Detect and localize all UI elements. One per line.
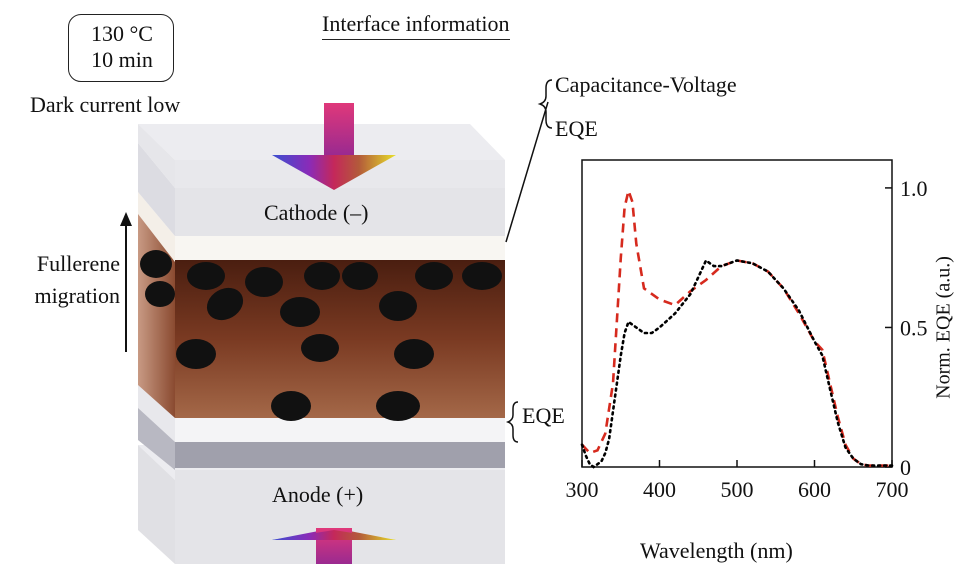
interface-bottom-label: EQE (522, 403, 565, 428)
top-interface-side (138, 192, 175, 262)
bottom-interface-side (138, 383, 175, 442)
chart-frame (581, 159, 893, 468)
incident-light-arrow-bottom (272, 528, 396, 564)
x-tick-label: 400 (643, 477, 676, 502)
interface-top-label-1: Capacitance-Voltage (555, 72, 737, 97)
cathode-front (175, 188, 505, 236)
time-label: 10 min (91, 47, 153, 72)
anode-interlayer-side (138, 405, 175, 470)
condition-box: 130 °C 10 min (68, 14, 174, 82)
anode-label: Anode (+) (272, 482, 364, 507)
incident-light-arrow-top (272, 103, 396, 190)
cathode-top-side (138, 124, 175, 188)
migration-arrow (120, 212, 132, 352)
cathode-side (138, 143, 175, 236)
dark-current-label: Dark current low (30, 92, 181, 117)
eqe-series-dashed-line (581, 186, 892, 467)
panel-title: Interface information (322, 10, 510, 40)
chart-ylabel: Norm. EQE (a.u.) (932, 256, 955, 399)
temperature-label: 130 °C (91, 21, 153, 46)
y-tick-label: 0 (900, 455, 911, 480)
fullerene-domains (140, 250, 502, 421)
cathode-label: Cathode (–) (264, 200, 369, 225)
eqe-series-dotted-line (580, 258, 894, 469)
y-tick-label: 1.0 (900, 176, 928, 201)
top-brace (537, 79, 553, 129)
anode-interlayer (175, 440, 505, 468)
x-tick-label: 600 (798, 477, 831, 502)
migration-label-line1: Fullerene (36, 251, 120, 276)
cathode-top-face (138, 124, 505, 160)
interface-callout-line (505, 101, 549, 243)
active-layer-front (175, 260, 505, 418)
top-interface-layer (175, 236, 505, 260)
anode-side (138, 445, 175, 564)
x-tick-label: 500 (721, 477, 754, 502)
bottom-brace (505, 401, 519, 443)
x-tick-label: 700 (876, 477, 909, 502)
chart-xlabel: Wavelength (nm) (640, 538, 793, 563)
y-tick-label: 0.5 (900, 315, 928, 340)
migration-label: Fullerene migration (16, 248, 120, 312)
x-tick-label: 300 (566, 477, 599, 502)
bottom-interface-layer (175, 418, 505, 442)
migration-label-line2: migration (34, 283, 120, 308)
interface-top-label-2: EQE (555, 116, 598, 141)
